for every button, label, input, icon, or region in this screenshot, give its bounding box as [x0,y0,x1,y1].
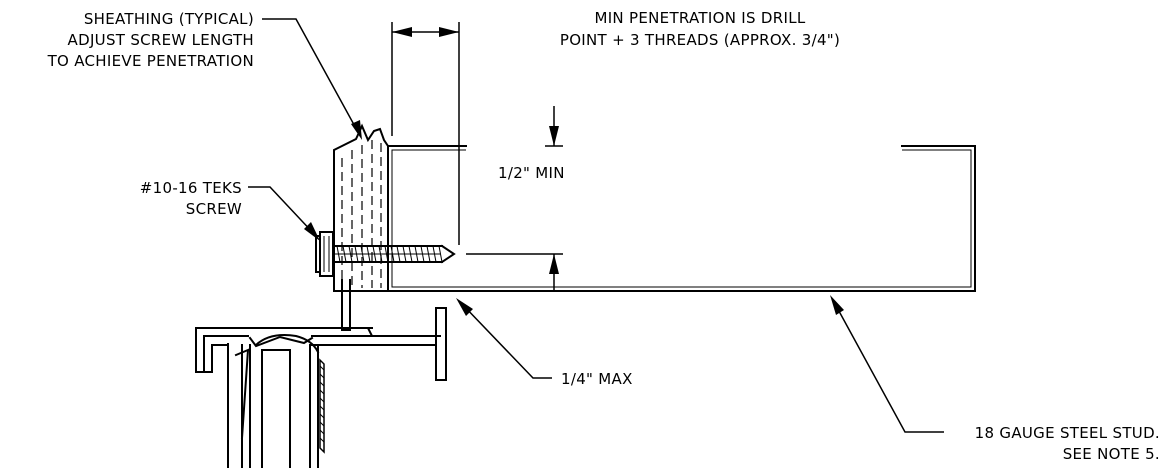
leader-lines [248,18,944,433]
note-sheathing: SHEATHING (TYPICAL) ADJUST SCREW LENGTH … [47,10,254,70]
note-gap-max: 1/4" MAX [561,370,633,388]
note-screw: #10-16 TEKS SCREW [140,179,242,218]
window-frame [195,279,447,468]
steel-stud [387,145,976,292]
svg-text:18 GAUGE STEEL STUD.: 18 GAUGE STEEL STUD. [975,424,1160,442]
svg-text:POINT + 3 THREADS (APPROX. 3/4: POINT + 3 THREADS (APPROX. 3/4") [560,31,840,49]
svg-text:TO ACHIEVE PENETRATION: TO ACHIEVE PENETRATION [47,52,254,70]
svg-text:ADJUST SCREW LENGTH: ADJUST SCREW LENGTH [68,31,254,49]
svg-text:SCREW: SCREW [186,200,242,218]
sheathing [333,123,389,292]
svg-text:SEE NOTE 5.: SEE NOTE 5. [1063,445,1160,463]
teks-screw [315,231,456,277]
svg-text:#10-16 TEKS: #10-16 TEKS [140,179,242,197]
flange-min-dimension [466,106,563,290]
note-flange-min: 1/2" MIN [498,164,565,182]
penetration-dimension [391,22,460,245]
svg-text:SHEATHING (TYPICAL): SHEATHING (TYPICAL) [84,10,254,28]
svg-text:MIN PENETRATION IS DRILL: MIN PENETRATION IS DRILL [594,9,805,27]
note-stud: 18 GAUGE STEEL STUD. SEE NOTE 5. [975,424,1160,463]
note-penetration: MIN PENETRATION IS DRILL POINT + 3 THREA… [560,9,840,49]
